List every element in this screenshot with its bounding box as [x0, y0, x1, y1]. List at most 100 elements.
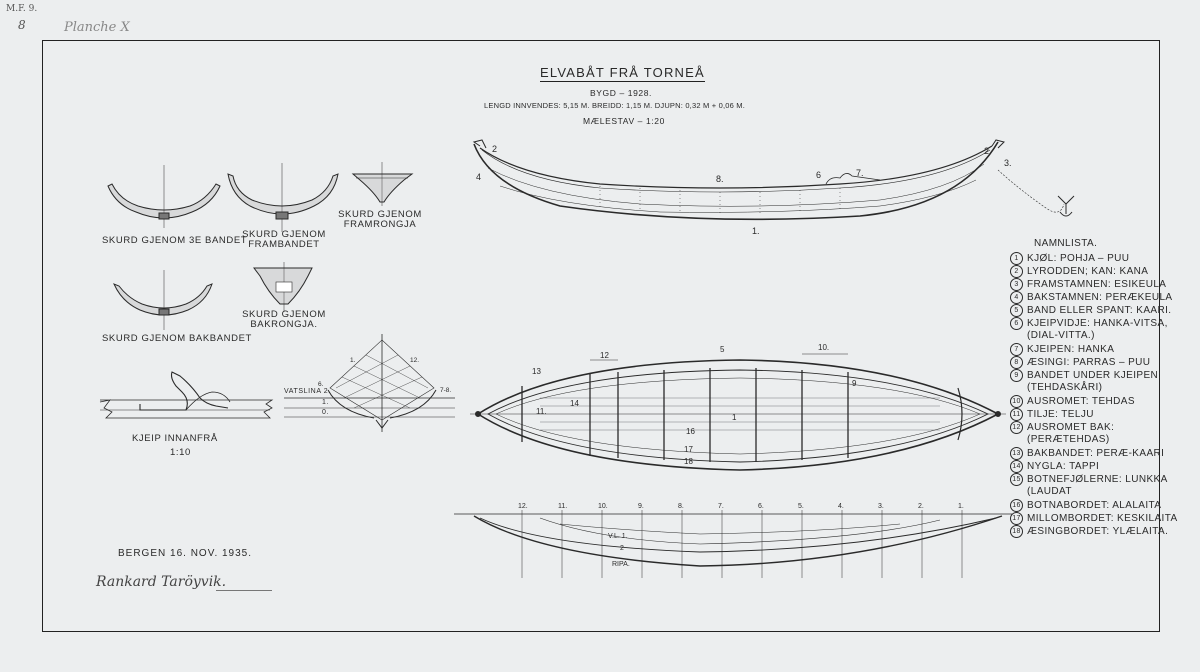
legend-text: (TEHDASKÅRI) [1027, 382, 1103, 393]
legend-text: MILLOMBORDET: KESKILAITA [1027, 513, 1178, 525]
dimensions: LENGD INNVENDES: 5,15 M. BREIDD: 1,15 M.… [484, 101, 746, 110]
legend-number: 6 [1010, 317, 1023, 330]
legend-text: NYGLA: TAPPI [1027, 461, 1100, 473]
side-label: 4 [476, 172, 481, 182]
legend-number: 5 [1010, 304, 1023, 317]
station-label: 3. [878, 503, 884, 510]
waterline-mark: 12. [410, 357, 419, 364]
legend-text: KJEIPVIDJE: HANKA-VITSA, [1027, 318, 1168, 330]
waterline-diagram [284, 334, 455, 432]
legend-item: 1 KJØL: POHJA – PUU [1010, 252, 1129, 265]
station-label: 10. [598, 503, 608, 510]
waterline-label: VATSLINA 2. [284, 388, 331, 395]
section-label: SKURD GJENOM FRAMRONGJA [338, 209, 422, 230]
profile-line-label: 2 [620, 545, 624, 552]
legend-number: 15 [1010, 473, 1023, 486]
waterline-line: 1. [322, 399, 330, 406]
station-label: 8. [678, 503, 684, 510]
legend-number: 16 [1010, 499, 1023, 512]
legend-item: 5 BAND ELLER SPANT: KAARI. [1010, 304, 1171, 317]
section-front-band [227, 163, 339, 232]
legend-text: BAND ELLER SPANT: KAARI. [1027, 305, 1172, 317]
legend-text: BOTNABORDET: ALALAITA [1027, 500, 1162, 512]
section-back-band [113, 270, 213, 330]
legend-number: 7 [1010, 343, 1023, 356]
legend-item: 17 MILLOMBORDET: KESKILAITA [1010, 512, 1178, 525]
legend-number: 1 [1010, 252, 1023, 265]
station-label: 2. [918, 503, 924, 510]
legend-text: AUSROMET: TEHDAS [1027, 396, 1135, 408]
legend-number: 8 [1010, 356, 1023, 369]
legend-text: TILJE: TELJU [1027, 409, 1094, 421]
legend-text: KJØL: POHJA – PUU [1027, 253, 1130, 265]
profile-line-label: V.L. 1. [608, 533, 628, 540]
signature-underline [216, 590, 272, 591]
waterline-line: 0. [322, 409, 330, 416]
legend-item: 6 KJEIPVIDJE: HANKA-VITSA, [1010, 317, 1168, 330]
plan-label: 1 [732, 413, 737, 422]
built-year: BYGD – 1928. [590, 88, 653, 98]
legend-number: 13 [1010, 447, 1023, 460]
plan-label: 11. [536, 407, 547, 416]
legend-number: 18 [1010, 525, 1023, 538]
legend-item: (DIAL-VITTA.) [1010, 330, 1095, 341]
legend-text: KJEIPEN: HANKA [1027, 344, 1115, 356]
signature: Rankard Taröyvik. [96, 574, 227, 590]
kjeip-scale: 1:10 [170, 447, 191, 458]
legend-text: ÆSINGI: PARRAS – PUU [1027, 357, 1151, 369]
legend-number: 9 [1010, 369, 1023, 382]
legend-text: BOTNEFJØLERNE: LUNKKA [1027, 474, 1168, 486]
legend-number: 11 [1010, 408, 1023, 421]
legend-title: NAMNLISTA. [1034, 238, 1098, 249]
plan-label: 9 [852, 379, 857, 388]
legend-text: (DIAL-VITTA.) [1027, 330, 1095, 341]
boat-side-view [472, 139, 1075, 221]
side-label: 3. [1004, 158, 1012, 168]
side-label: 2 [492, 144, 497, 154]
legend-number: 4 [1010, 291, 1023, 304]
legend-item: 13 BAKBANDET: PERÆ-KAARI [1010, 447, 1164, 460]
station-label: 12. [518, 503, 528, 510]
side-label: 6 [816, 170, 821, 180]
legend-number: 3 [1010, 278, 1023, 291]
station-label: 6. [758, 503, 764, 510]
legend-number: 17 [1010, 512, 1023, 525]
plan-label: 17 [684, 445, 693, 454]
legend-item: 11 TILJE: TELJU [1010, 408, 1094, 421]
boat-plan-view [470, 353, 1006, 471]
plan-label: 13 [532, 367, 541, 376]
plan-label: 12 [600, 351, 609, 360]
legend-text: BAKBANDET: PERÆ-KAARI [1027, 448, 1165, 460]
corner-mark: M.F. 9. [6, 4, 38, 14]
side-label: 8. [716, 174, 724, 184]
legend-item: 4 BAKSTAMNEN: PERÆKEULA [1010, 291, 1172, 304]
plate-label: Planche X [64, 20, 130, 35]
legend-text: BAKSTAMNEN: PERÆKEULA [1027, 292, 1173, 304]
plan-label: 5 [720, 345, 725, 354]
station-label: 11. [558, 503, 567, 510]
profile-view [454, 510, 1012, 578]
section-third-band [107, 165, 221, 228]
scale-label: MÆLESTAV – 1:20 [583, 116, 665, 126]
kjeip-detail [99, 371, 274, 419]
section-label: SKURD GJENOM 3E BANDET [102, 235, 248, 246]
legend-item: (PERÆTEHDAS) [1010, 434, 1110, 445]
side-label: 1. [752, 226, 760, 236]
profile-line-label: RIPA. [612, 561, 630, 568]
station-label: 9. [638, 503, 644, 510]
legend-item: 8 ÆSINGI: PARRAS – PUU [1010, 356, 1150, 369]
side-label: 2 [984, 146, 989, 156]
legend-text: AUSROMET BAK: [1027, 422, 1115, 434]
legend-number: 2 [1010, 265, 1023, 278]
legend-item: 15 BOTNEFJØLERNE: LUNKKA [1010, 473, 1168, 486]
waterline-mark: 1. [350, 357, 356, 364]
station-label: 7. [718, 503, 724, 510]
section-label: SKURD GJENOM FRAMBANDET [242, 229, 326, 250]
sheet-number: 8 [18, 18, 26, 32]
section-label: SKURD GJENOM BAKRONGJA. [242, 309, 326, 330]
